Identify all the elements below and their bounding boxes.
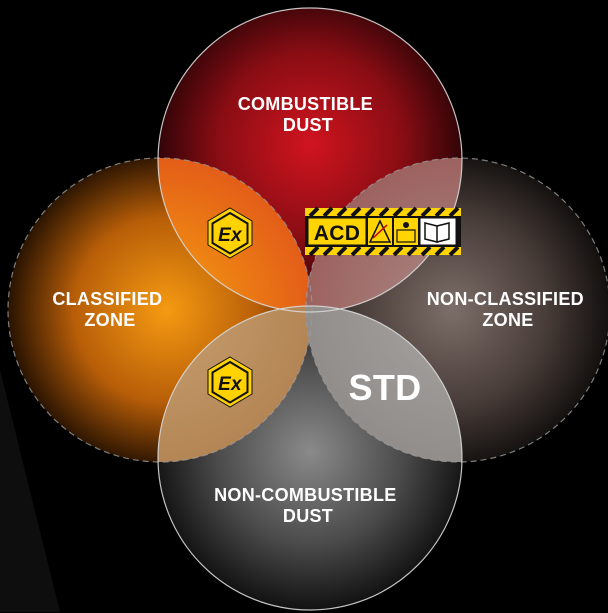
ex-mark-top: Ex: [218, 225, 243, 246]
dust-hazard-icon: [396, 229, 416, 243]
combustible-dust-label: COMBUSTIBLE DUST: [238, 94, 379, 135]
non-classified-zone-label: NON-CLASSIFIED ZONE: [427, 289, 590, 330]
ex-mark-bottom: Ex: [218, 374, 243, 395]
std-mark: STD: [349, 367, 422, 408]
atex-ex-hexagon-icon: Ex: [207, 207, 253, 259]
acd-mark: ACD: [314, 222, 360, 245]
acd-warning-label-icon: ACD: [305, 206, 461, 257]
manual-book-icon: [424, 222, 450, 243]
classified-zone-label: CLASSIFIED ZONE: [52, 289, 167, 330]
warning-triangle-icon: [368, 219, 392, 243]
non-combustible-dust-outline: [157, 305, 463, 611]
classified-zone-outline: [7, 157, 313, 463]
combustible-dust-outline: [157, 7, 463, 313]
non-classified-zone-outline: [305, 157, 608, 463]
background-panel: [0, 370, 60, 612]
non-combustible-dust-label: NON-COMBUSTIBLE DUST: [214, 485, 402, 526]
atex-ex-hexagon-icon: Ex: [207, 356, 253, 408]
